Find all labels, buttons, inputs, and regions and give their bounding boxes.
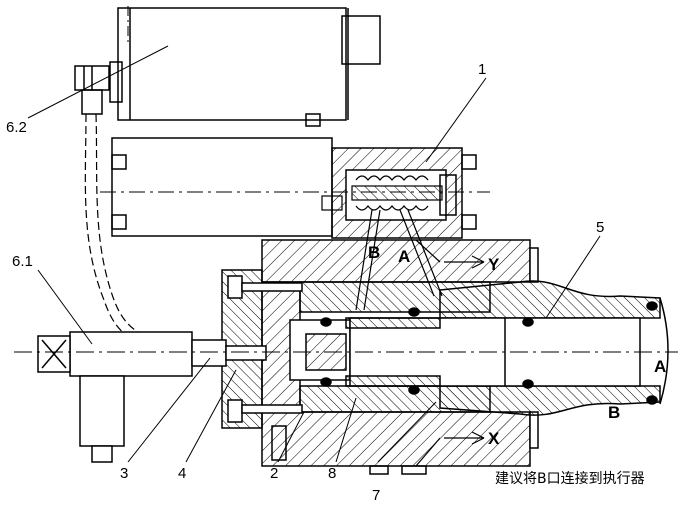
leader-lines bbox=[27, 45, 601, 463]
callout-2: 2 bbox=[270, 465, 278, 482]
pilot-valve-body bbox=[100, 137, 490, 239]
port-a-main: A bbox=[654, 357, 666, 376]
callout-7: 7 bbox=[372, 487, 380, 504]
connection-note: 建议将B口连接到执行器 bbox=[495, 471, 645, 487]
port-a-pilot: A bbox=[398, 247, 410, 266]
solenoid-coil bbox=[109, 6, 381, 127]
cartridge-sleeve bbox=[439, 280, 669, 416]
callout-3: 3 bbox=[120, 465, 128, 482]
position-sensor bbox=[37, 331, 267, 463]
xy-channels bbox=[415, 239, 485, 467]
callout-6-1: 6.1 bbox=[12, 253, 33, 270]
callout-8: 8 bbox=[328, 465, 336, 482]
connector-plug-upper bbox=[74, 65, 110, 115]
port-y: Y bbox=[488, 255, 500, 274]
port-b-main: B bbox=[608, 403, 620, 422]
callout-5: 5 bbox=[596, 219, 604, 236]
port-x: X bbox=[488, 429, 500, 448]
pilot-spool bbox=[321, 175, 443, 211]
callout-4: 4 bbox=[178, 465, 186, 482]
main-poppet bbox=[289, 307, 641, 395]
callout-1: 1 bbox=[478, 61, 486, 78]
cable bbox=[84, 113, 139, 337]
callout-6-2: 6.2 bbox=[6, 119, 27, 136]
port-b-pilot: B bbox=[368, 243, 380, 262]
